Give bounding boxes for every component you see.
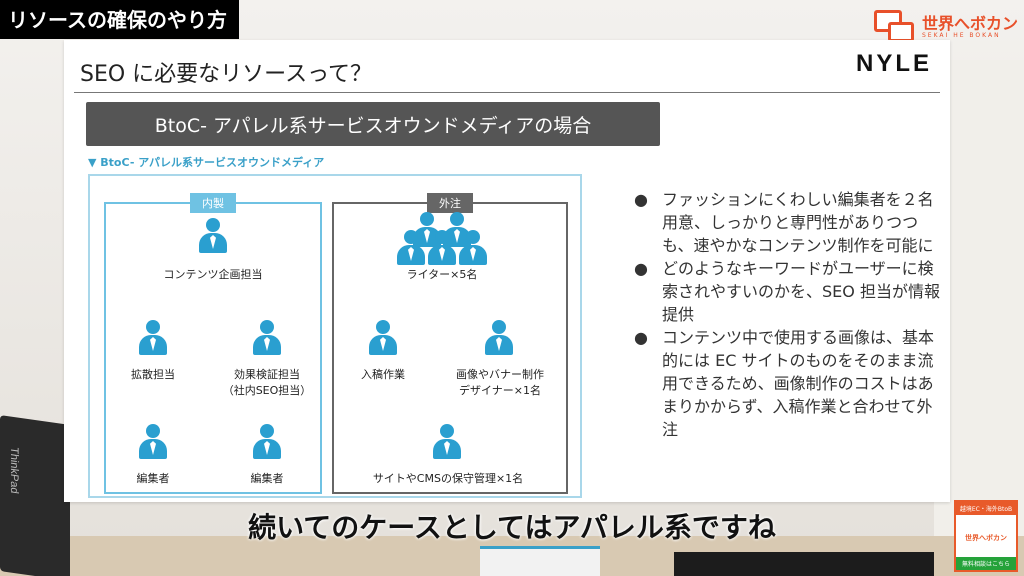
nyle-logo: NYLE bbox=[855, 50, 932, 77]
person-icon bbox=[410, 212, 444, 248]
promo-brand: 世界へボカン bbox=[965, 534, 1007, 542]
diagram-label: ▼ BtoC- アパレル系サービスオウンドメディア bbox=[88, 156, 325, 169]
promo-banner[interactable]: 越境EC・海外BtoB 世界へボカン 無料相談はこちら bbox=[954, 500, 1018, 572]
laptop-logo: ThinkPad bbox=[8, 446, 20, 495]
role-label: デザイナー×1名 bbox=[459, 384, 541, 397]
role-label: （社内SEO担当） bbox=[222, 384, 312, 397]
role-label: 入稿作業 bbox=[361, 368, 405, 381]
role-label: 編集者 bbox=[136, 472, 170, 485]
role-label: ライター×5名 bbox=[406, 268, 478, 281]
role-label: 効果検証担当 bbox=[234, 368, 300, 381]
person-icon bbox=[250, 320, 284, 356]
person-icon bbox=[136, 424, 170, 460]
role-label: 編集者 bbox=[250, 472, 284, 485]
outsource-tag: 外注 bbox=[427, 193, 473, 213]
corner-title: リソースの確保のやり方 bbox=[0, 0, 239, 39]
bullet-item: ● ファッションにくわしい編集者を２名用意、しっかりと専門性がありつつも、速やか… bbox=[634, 188, 944, 257]
person-icon bbox=[425, 230, 459, 266]
inhouse-tag: 内製 bbox=[190, 193, 236, 213]
bullet-text: コンテンツ中で使用する画像は、基本的には EC サイトのものをそのまま流用できる… bbox=[662, 328, 935, 439]
person-icon bbox=[482, 320, 516, 356]
section-banner: BtoC- アパレル系サービスオウンドメディアの場合 bbox=[86, 102, 660, 146]
person-icon bbox=[136, 320, 170, 356]
person-icon bbox=[456, 230, 490, 266]
outsource-box: 外注 bbox=[332, 193, 568, 494]
speech-bubbles-icon bbox=[874, 10, 916, 44]
bullet-dot-icon: ● bbox=[634, 328, 648, 347]
bullet-item: ● どのようなキーワードがユーザーに検索されやすいのかを、SEO 担当が情報提供 bbox=[634, 257, 944, 326]
person-icon bbox=[440, 212, 474, 248]
person-icon bbox=[250, 424, 284, 460]
brand-subtitle: SEKAI HE BOKAN bbox=[922, 31, 1001, 39]
brand-logo[interactable]: 世界へボカン SEKAI HE BOKAN bbox=[874, 10, 1018, 44]
person-icon bbox=[394, 230, 428, 266]
inhouse-box: 内製 bbox=[104, 193, 322, 494]
bullet-text: どのようなキーワードがユーザーに検索されやすいのかを、SEO 担当が情報提供 bbox=[662, 259, 940, 324]
title-divider bbox=[74, 92, 940, 93]
role-label: 拡散担当 bbox=[131, 368, 175, 381]
bullet-list: ● ファッションにくわしい編集者を２名用意、しっかりと専門性がありつつも、速やか… bbox=[634, 188, 944, 441]
monitor bbox=[674, 552, 934, 576]
person-icon bbox=[366, 320, 400, 356]
role-label: 画像やバナー制作 bbox=[456, 368, 544, 381]
promo-top-label: 越境EC・海外BtoB bbox=[956, 502, 1016, 515]
book bbox=[480, 546, 600, 576]
promo-cta[interactable]: 無料相談はこちら bbox=[956, 557, 1016, 570]
brand-name: 世界へボカン bbox=[922, 13, 1019, 33]
person-icon bbox=[430, 424, 464, 460]
role-label: コンテンツ企画担当 bbox=[163, 268, 263, 281]
diagram-frame bbox=[88, 174, 582, 498]
bullet-dot-icon: ● bbox=[634, 190, 648, 209]
bullet-text: ファッションにくわしい編集者を２名用意、しっかりと専門性がありつつも、速やかなコ… bbox=[662, 190, 934, 255]
video-subtitle: 続いてのケースとしてはアパレル系ですね bbox=[248, 511, 776, 544]
bullet-item: ● コンテンツ中で使用する画像は、基本的には EC サイトのものをそのまま流用で… bbox=[634, 326, 944, 441]
person-icon bbox=[196, 218, 230, 254]
laptop: ThinkPad bbox=[0, 415, 70, 576]
slide-title: SEO に必要なリソースって？ bbox=[80, 62, 372, 87]
slide: SEO に必要なリソースって？ NYLE BtoC- アパレル系サービスオウンド… bbox=[64, 40, 950, 502]
bullet-dot-icon: ● bbox=[634, 259, 648, 278]
role-label: サイトやCMSの保守管理×1名 bbox=[372, 472, 524, 485]
